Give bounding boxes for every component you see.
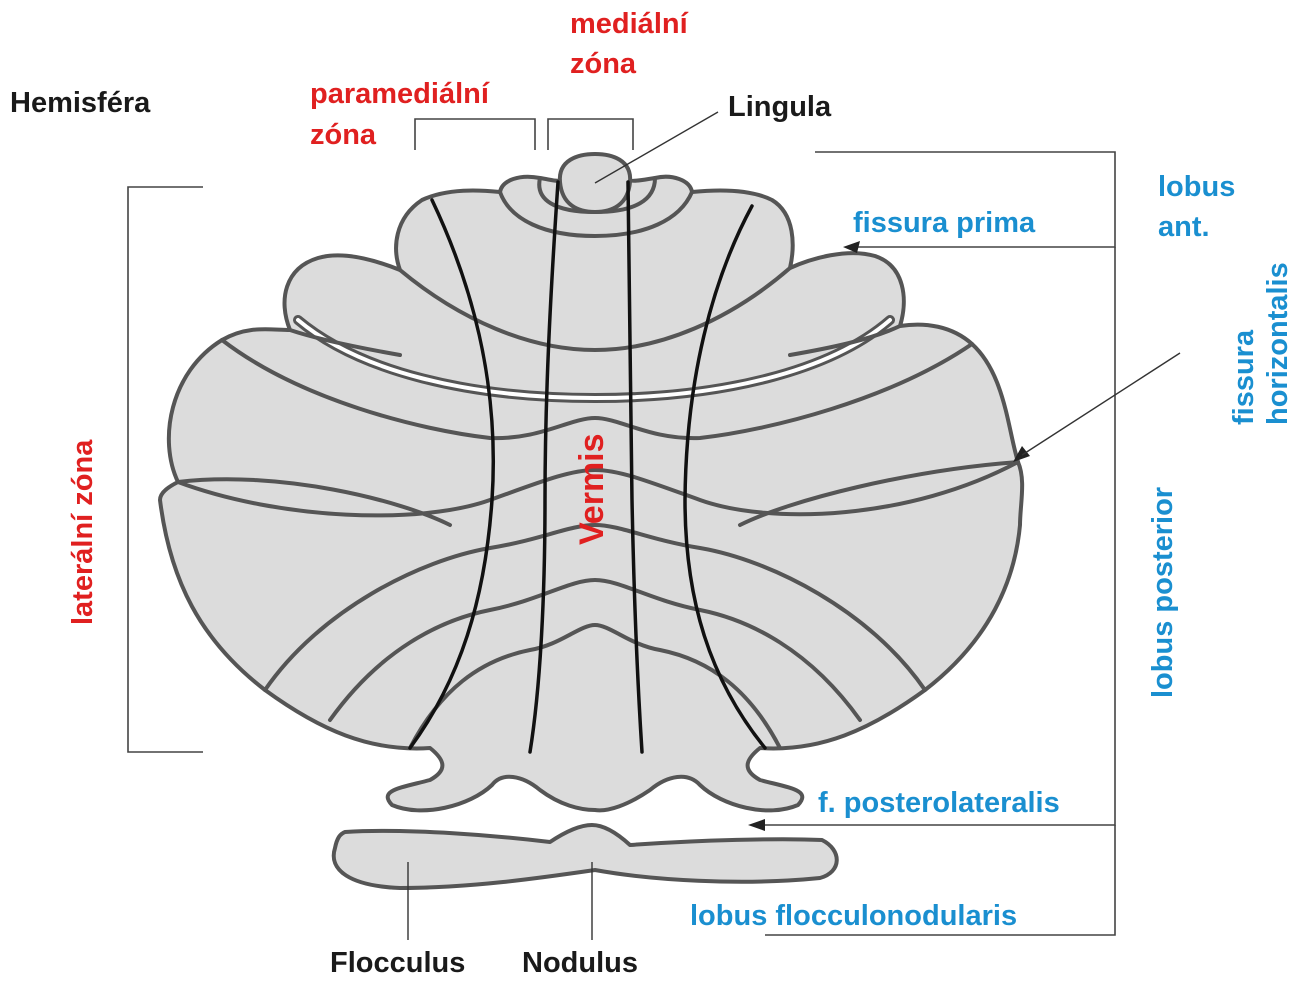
- label-f-posterolateralis: f. posterolateralis: [818, 787, 1060, 819]
- f-posterolateralis-arrow: [748, 819, 765, 831]
- label-paramedialni-line2: zóna: [310, 119, 377, 151]
- label-paramedialni-line1: paramediální: [310, 78, 490, 110]
- label-vermis: Vermis: [573, 433, 611, 545]
- label-medialni-line1: mediální: [570, 8, 689, 40]
- label-fissura-horizontalis-line1: fissura: [1228, 329, 1260, 425]
- label-lobus-posterior: lobus posterior: [1147, 487, 1179, 698]
- label-nodulus: Nodulus: [522, 947, 638, 979]
- label-fissura-prima: fissura prima: [853, 207, 1036, 239]
- label-fissura-horizontalis-line2: horizontalis: [1262, 262, 1293, 425]
- label-lateralni-zona: laterální zóna: [67, 439, 99, 625]
- fissura-horizontalis-leader: [1022, 353, 1180, 455]
- label-lobus-ant-line1: lobus: [1158, 171, 1235, 203]
- label-lobus-flocculonodularis: lobus flocculonodularis: [690, 900, 1017, 932]
- medial-zone-bracket: [548, 119, 633, 150]
- lingula-leader: [595, 112, 718, 183]
- label-lingula: Lingula: [728, 91, 832, 123]
- label-flocculus: Flocculus: [330, 947, 465, 979]
- label-medialni-line2: zóna: [570, 48, 637, 80]
- label-lobus-ant-line2: ant.: [1158, 211, 1210, 243]
- label-hemisfera: Hemisféra: [10, 87, 151, 119]
- paramedial-zone-bracket: [415, 119, 535, 150]
- flocculonodular-lobe: [334, 825, 837, 888]
